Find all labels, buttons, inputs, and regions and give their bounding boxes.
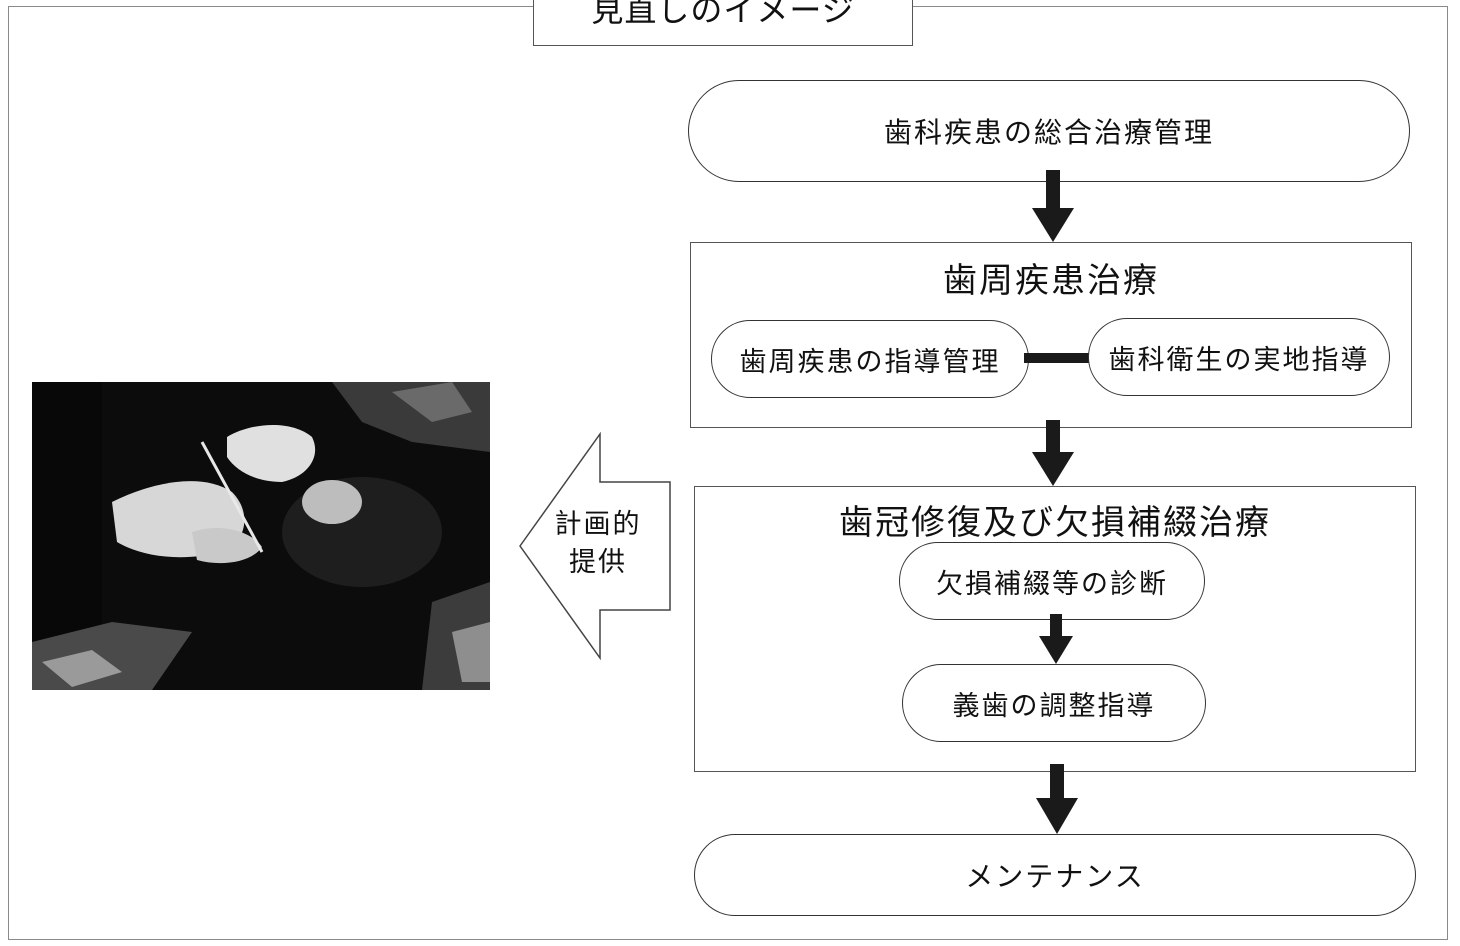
pill-prosthesis-diagnosis-label: 欠損補綴等の診断 — [936, 568, 1168, 600]
down-arrow-1 — [1032, 170, 1074, 242]
pill-denture-adjustment: 義歯の調整指導 — [902, 664, 1206, 742]
down-arrow-2 — [1032, 420, 1074, 486]
section-periodontal-title: 歯周疾患治療 — [943, 261, 1159, 301]
left-arrow-label-line1: 計画的 — [554, 509, 642, 540]
left-hollow-arrow — [519, 432, 671, 660]
pill-dental-hygiene-guidance: 歯科衛生の実地指導 — [1088, 318, 1390, 396]
diagram-title-text: 見直しのイメージ — [591, 0, 855, 29]
diagram-title: 見直しのイメージ — [533, 0, 913, 46]
pill-periodontal-guidance: 歯周疾患の指導管理 — [711, 320, 1029, 398]
down-arrow-3 — [1039, 614, 1073, 664]
section-crown-title: 歯冠修復及び欠損補綴治療 — [839, 503, 1271, 543]
pill-dental-hygiene-guidance-label: 歯科衛生の実地指導 — [1108, 344, 1370, 376]
photo-illustration — [32, 382, 490, 690]
pill-periodontal-guidance-label: 歯周疾患の指導管理 — [739, 346, 1001, 378]
pill-comprehensive-management: 歯科疾患の総合治療管理 — [688, 80, 1410, 182]
pill-denture-adjustment-label: 義歯の調整指導 — [952, 690, 1156, 722]
down-arrow-4 — [1036, 764, 1078, 834]
left-arrow-label-line2: 提供 — [569, 547, 627, 578]
connector-line — [1024, 353, 1094, 363]
dental-treatment-photo — [32, 382, 490, 690]
pill-maintenance-label: メンテナンス — [965, 860, 1145, 893]
left-arrow-label: 計画的 提供 — [548, 506, 648, 582]
pill-prosthesis-diagnosis: 欠損補綴等の診断 — [899, 542, 1205, 620]
pill-maintenance: メンテナンス — [694, 834, 1416, 916]
pill-comprehensive-management-label: 歯科疾患の総合治療管理 — [883, 116, 1214, 149]
